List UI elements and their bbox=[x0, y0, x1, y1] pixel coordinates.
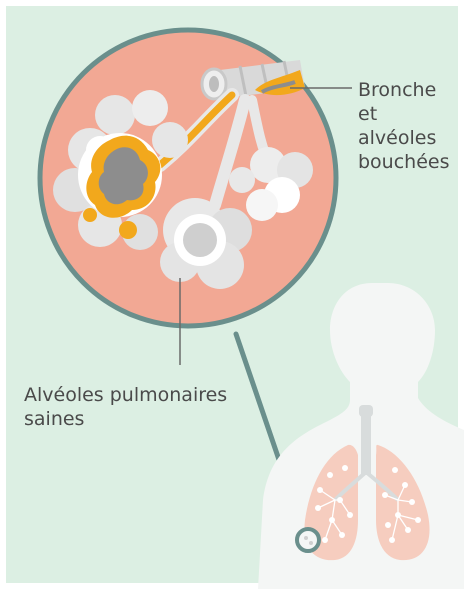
label-blocked-bronchus: Bronche et alvéoles bouchées bbox=[358, 78, 458, 174]
healthy-alveoli-cluster bbox=[160, 198, 252, 289]
label-healthy-alveoli: Alvéoles pulmonaires saines bbox=[24, 383, 244, 431]
zoom-target-circle bbox=[297, 529, 319, 551]
